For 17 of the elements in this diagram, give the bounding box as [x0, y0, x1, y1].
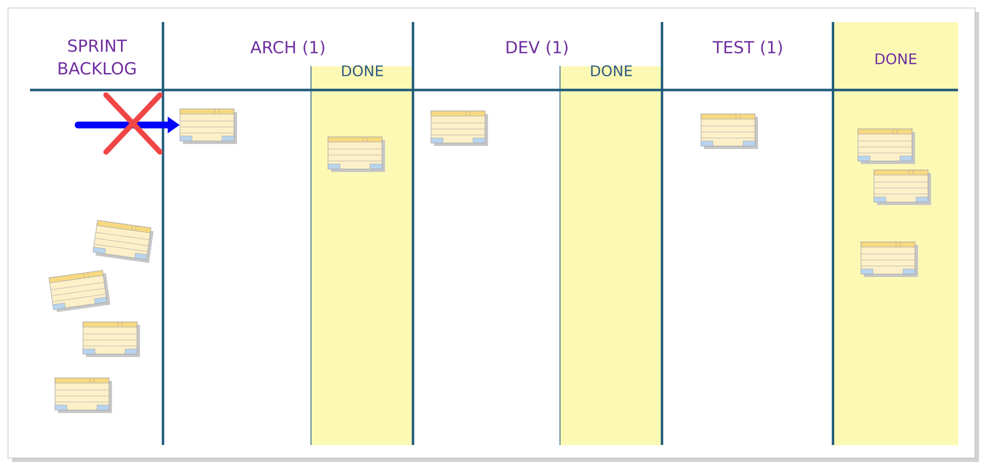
card-drawing: [328, 136, 385, 172]
column-header: DEV (1): [506, 40, 568, 56]
card-drawing: [82, 322, 140, 357]
column-header: ARCH (1): [250, 40, 324, 56]
card-drawing: [700, 114, 758, 149]
card-drawing: [92, 220, 154, 263]
column-header: SPRINT BACKLOG: [58, 39, 136, 75]
card-drawing: [874, 170, 931, 205]
card-drawing: [48, 270, 110, 312]
column-header: TEST (1): [712, 40, 782, 56]
done-column: DONE: [560, 65, 662, 446]
card-drawing: [430, 110, 488, 146]
card-drawing: [858, 128, 915, 164]
done-column: DONE: [311, 65, 414, 446]
card-drawing: [54, 378, 112, 413]
card-drawing: [180, 108, 237, 144]
card-drawing: [860, 242, 918, 277]
